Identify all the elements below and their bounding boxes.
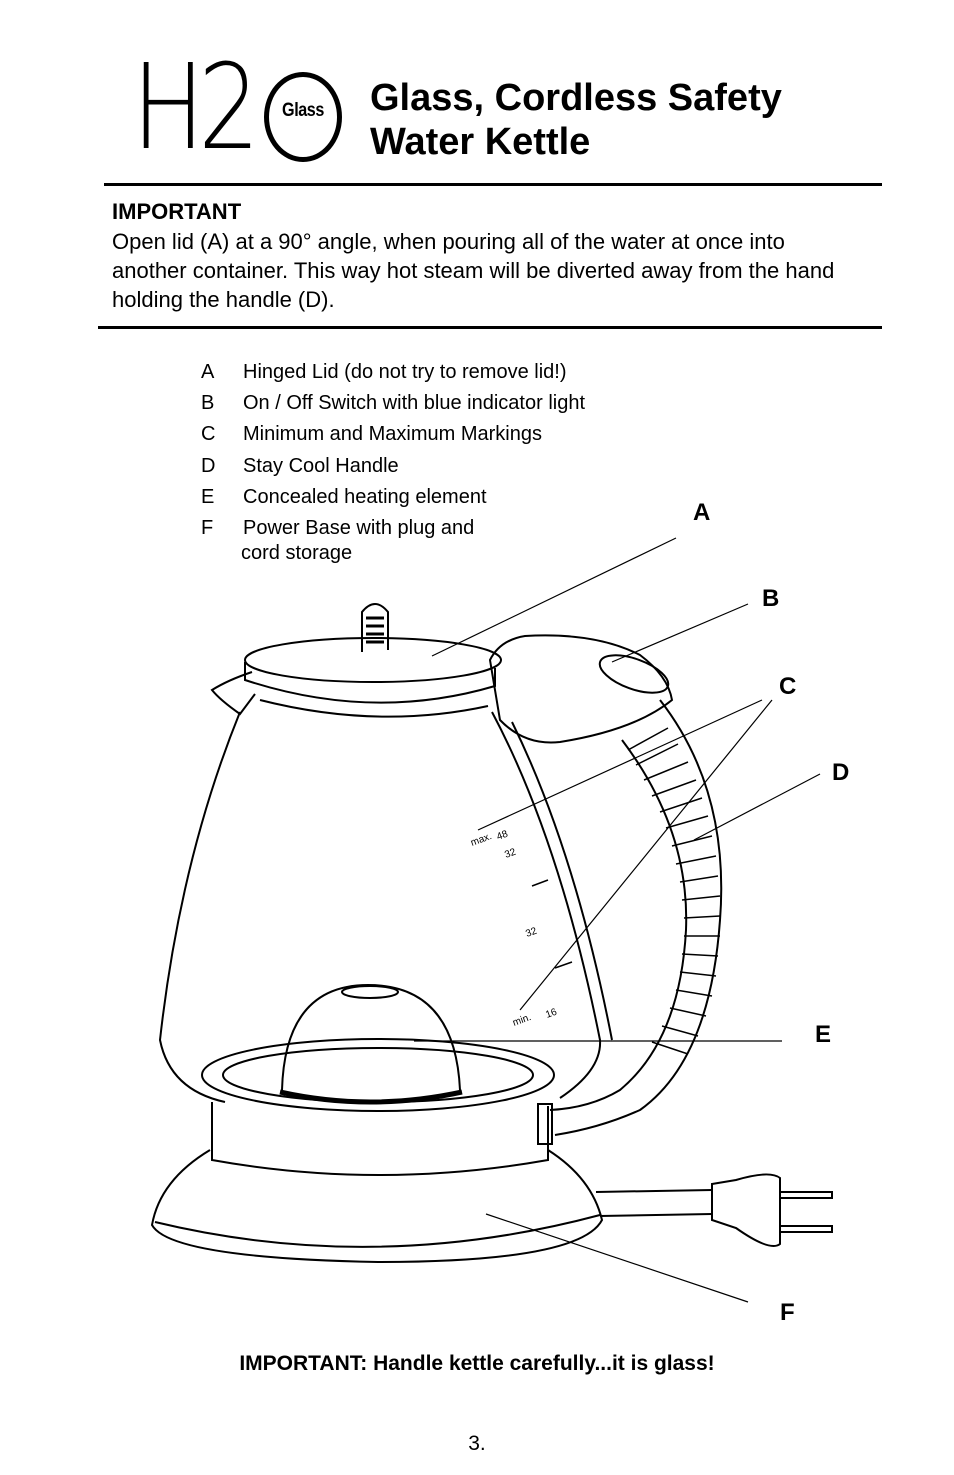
power-base-bottom bbox=[154, 1214, 601, 1248]
legend-letter: F bbox=[201, 517, 214, 539]
plug-prongs bbox=[780, 1191, 833, 1233]
kettle-drawing bbox=[150, 603, 833, 1264]
legend-text: Minimum and Maximum Markings bbox=[243, 423, 542, 445]
leader-f bbox=[485, 1213, 749, 1303]
glass-body-left bbox=[158, 711, 241, 1103]
kettle-lid-rim bbox=[244, 662, 496, 704]
legend-text: On / Off Switch with blue indicator ligh… bbox=[243, 392, 586, 414]
marking-ticks bbox=[531, 879, 573, 969]
glass-warning: IMPORTANT: Handle kettle carefully...it … bbox=[239, 1352, 715, 1375]
water-window-outer bbox=[491, 711, 602, 1099]
on-off-switch bbox=[598, 654, 670, 694]
marking-max: max. bbox=[469, 831, 493, 849]
important-body: Open lid (A) at a 90° angle, when pourin… bbox=[112, 229, 835, 312]
callout-a: A bbox=[693, 499, 710, 526]
leader-b bbox=[611, 603, 749, 663]
callout-letters: A B C D E F bbox=[693, 499, 849, 1326]
leader-c-min bbox=[519, 699, 773, 1011]
plug-body bbox=[711, 1173, 781, 1247]
base-collar bbox=[211, 1102, 549, 1176]
glass-body-rim bbox=[259, 699, 489, 718]
logo-o-circle bbox=[264, 72, 342, 162]
kettle-spout bbox=[210, 671, 256, 716]
marking-16: 16 bbox=[544, 1007, 559, 1021]
logo-glass-text: Glass bbox=[282, 100, 324, 121]
handle-inner bbox=[549, 739, 688, 1111]
callout-e: E bbox=[815, 1021, 831, 1048]
logo-h2-text: H2 bbox=[132, 38, 260, 176]
heating-dome bbox=[281, 983, 461, 1091]
heating-dome-top bbox=[341, 985, 399, 999]
legend-text: Stay Cool Handle bbox=[243, 455, 399, 477]
water-window-inner bbox=[511, 721, 613, 1041]
legend-letter: A bbox=[201, 361, 215, 383]
callout-b: B bbox=[762, 585, 779, 612]
lid-knob bbox=[361, 603, 389, 652]
power-base bbox=[150, 1149, 604, 1264]
water-markings: max. 48 32 32 min. 16 bbox=[469, 829, 559, 1029]
handle-grip-ridges bbox=[627, 727, 721, 1055]
leader-lines bbox=[414, 537, 821, 1303]
power-cord bbox=[595, 1189, 713, 1217]
legend-text: Hinged Lid (do not try to remove lid!) bbox=[243, 361, 567, 383]
legend-letter: D bbox=[201, 455, 216, 477]
marking-min: min. bbox=[511, 1012, 533, 1029]
middle-divider bbox=[98, 326, 882, 329]
legend-text-continued: cord storage bbox=[241, 542, 353, 564]
heating-dome-base bbox=[279, 1089, 463, 1105]
legend-text: Power Base with plug and bbox=[243, 517, 475, 539]
kettle-lid-top bbox=[244, 637, 502, 683]
callout-c: C bbox=[779, 673, 796, 700]
callout-f: F bbox=[780, 1299, 795, 1326]
lid-knob-grip bbox=[366, 616, 384, 644]
legend-letter: B bbox=[201, 392, 215, 414]
document-title: Glass, Cordless Safety Water Kettle bbox=[370, 76, 870, 164]
marking-48: 48 bbox=[495, 829, 510, 843]
marking-32-top: 32 bbox=[503, 847, 518, 861]
title-line-1: Glass, Cordless Safety bbox=[370, 77, 782, 119]
title-line-2: Water Kettle bbox=[370, 121, 591, 163]
base-ring-inner bbox=[222, 1047, 534, 1103]
marking-32: 32 bbox=[524, 926, 539, 940]
important-heading: IMPORTANT bbox=[112, 199, 242, 224]
leader-c-max bbox=[477, 699, 763, 831]
base-ring-outer bbox=[201, 1038, 555, 1112]
page-number: 3. bbox=[468, 1432, 486, 1455]
base-connector bbox=[537, 1103, 553, 1145]
legend-text: Concealed heating element bbox=[243, 486, 487, 508]
legend-letter: E bbox=[201, 486, 215, 508]
handle-top-housing bbox=[488, 634, 674, 744]
top-divider bbox=[104, 183, 882, 186]
leader-a bbox=[431, 537, 677, 657]
callout-d: D bbox=[832, 759, 849, 786]
legend-letter: C bbox=[201, 423, 216, 445]
leader-d bbox=[693, 773, 821, 841]
